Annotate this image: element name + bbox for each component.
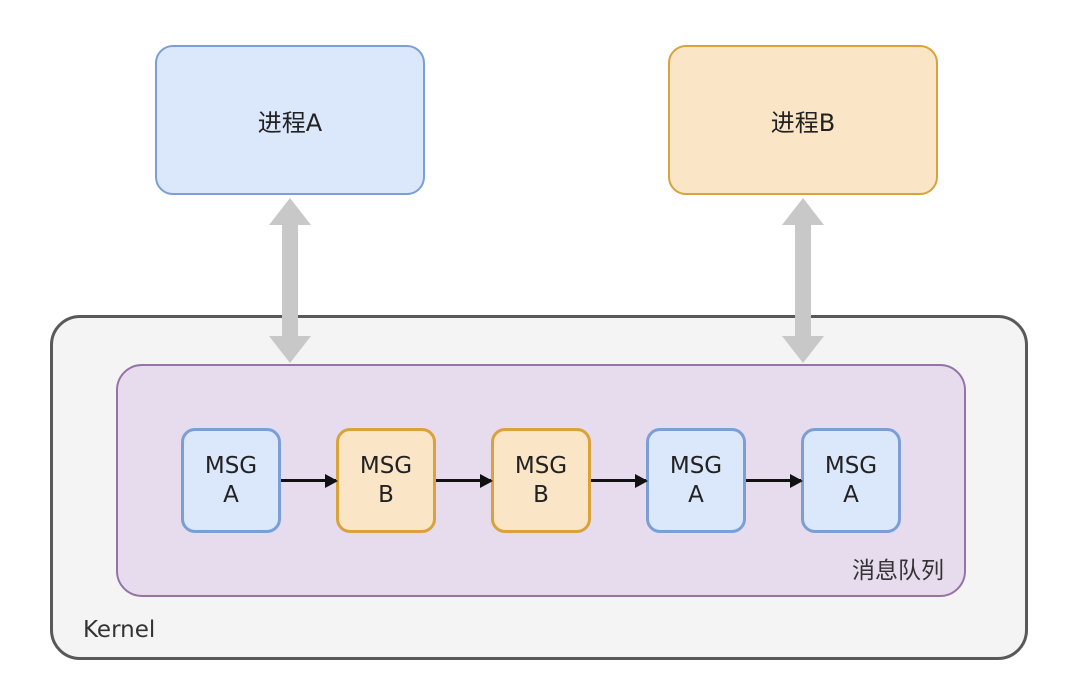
process-b-label: 进程B [770,108,836,137]
msg-title: MSG [669,452,723,479]
queue-arrow-right-icon [591,479,646,482]
arrow-head-up-icon [782,198,824,225]
queue-arrow-right-icon [281,479,336,482]
msg-letter: B [533,481,549,508]
msg-letter: B [378,481,394,508]
process-b-box: 进程B [668,45,938,195]
msg-letter: A [843,481,859,508]
arrow-head-down-icon [782,336,824,363]
message-queue-label: 消息队列 [852,558,944,584]
msg-title: MSG [824,452,878,479]
arrow-shaft [795,225,811,336]
arrow-head-down-icon [269,336,311,363]
process-a-box: 进程A [155,45,425,195]
msg-letter: A [223,481,239,508]
msg-letter: A [688,481,704,508]
msg-title: MSG [514,452,568,479]
arrow-head-up-icon [269,198,311,225]
msg-title: MSG [359,452,413,479]
msg-title: MSG [204,452,258,479]
queue-arrow-right-icon [436,479,491,482]
arrow-shaft [282,225,298,336]
process-b-queue-double-arrow-icon [782,198,824,363]
process-a-queue-double-arrow-icon [269,198,311,363]
process-a-label: 进程A [257,108,323,137]
queue-arrow-right-icon [746,479,801,482]
kernel-label: Kernel [83,617,156,643]
